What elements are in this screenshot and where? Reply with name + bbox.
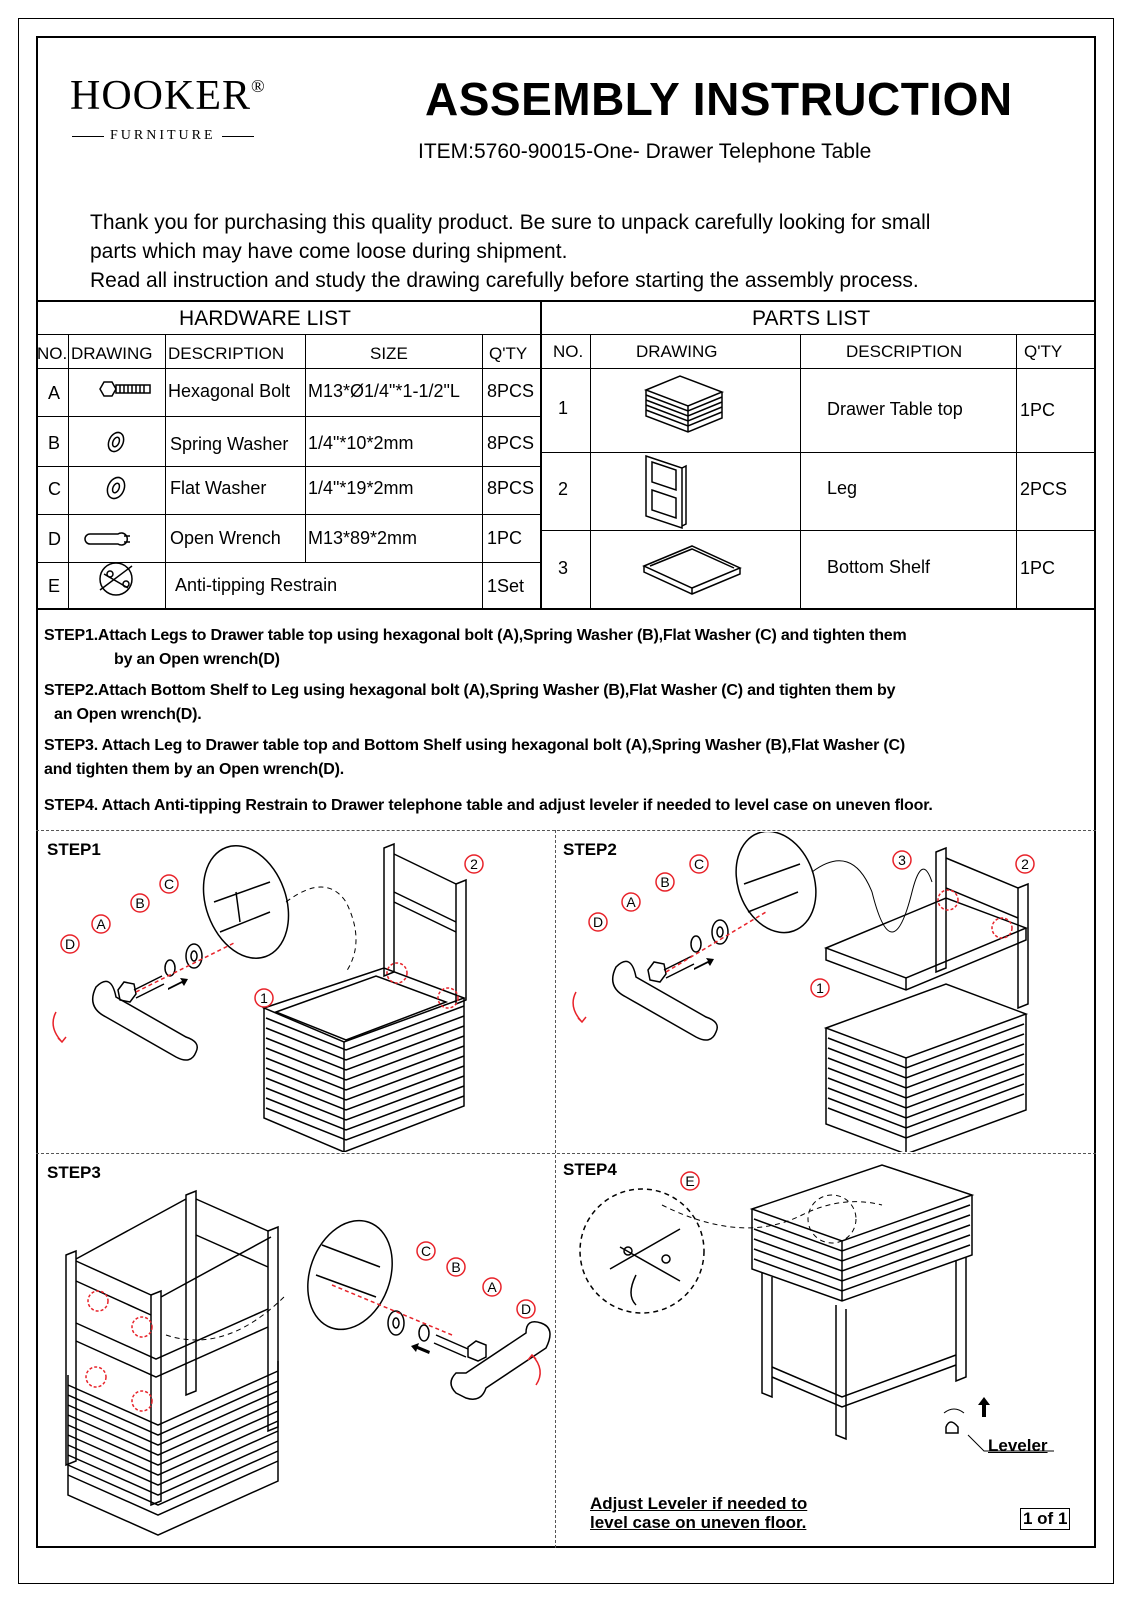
- hw-desc: Hexagonal Bolt: [168, 381, 291, 401]
- step1-illustration: D A B C 1 2: [52, 842, 484, 1152]
- table-row: 1: [558, 398, 569, 418]
- hw-col-description: DESCRIPTION: [168, 344, 285, 363]
- intro-text: Thank you for purchasing this quality pr…: [90, 211, 931, 292]
- callout-2: 2: [1021, 856, 1029, 872]
- hw-col-size: SIZE: [370, 344, 408, 363]
- step4-label: STEP4: [563, 1160, 617, 1179]
- leg-icon: [645, 454, 687, 530]
- step3-illustration: C B A D: [65, 1189, 551, 1536]
- open-wrench-icon: [84, 532, 130, 546]
- anti-tipping-restrain-icon: [99, 562, 133, 596]
- parts-desc: Leg: [827, 478, 858, 498]
- step2-illustration: D A B C 1 3 2: [572, 832, 1035, 1152]
- callout-d: D: [65, 936, 75, 952]
- callout-3: 3: [898, 852, 906, 868]
- callout-d: D: [593, 914, 603, 930]
- hw-col-qty: Q'TY: [489, 344, 528, 363]
- hw-qty: 8PCS: [487, 381, 535, 401]
- table-row: C: [48, 479, 61, 499]
- spring-washer-icon: [107, 431, 125, 453]
- table-icons: [84, 375, 742, 596]
- callout-a: A: [626, 894, 636, 910]
- callout-b: B: [660, 874, 669, 890]
- hardware-list-heading: HARDWARE LIST: [179, 307, 351, 330]
- callout-1: 1: [816, 980, 824, 996]
- page-title: ASSEMBLY INSTRUCTION: [425, 73, 1013, 125]
- hw-col-no: NO.: [37, 344, 68, 363]
- hexagonal-bolt-icon: [99, 381, 151, 397]
- page-outer-border: [18, 18, 1114, 1584]
- callout-a: A: [96, 916, 106, 932]
- hw-size: 1/4"*10*2mm: [308, 433, 414, 453]
- table-row: B: [48, 433, 61, 453]
- callout-c: C: [694, 856, 704, 872]
- parts-desc: Bottom Shelf: [827, 557, 931, 577]
- brand-logo-sub: FURNITURE: [72, 128, 254, 144]
- leveler-label: Leveler: [988, 1436, 1048, 1455]
- callout-e: E: [685, 1173, 694, 1189]
- item-number: ITEM:5760-90015-One- Drawer Telephone Ta…: [418, 140, 872, 163]
- page-inner-border: [36, 36, 1096, 1548]
- hw-desc: Anti-tipping Restrain: [175, 575, 338, 595]
- parts-col-drawing: DRAWING: [636, 342, 718, 361]
- hw-qty: 8PCS: [487, 433, 535, 453]
- step-instructions: STEP1.Attach Legs to Drawer table top us…: [44, 627, 933, 814]
- hw-qty: 8PCS: [487, 478, 535, 498]
- callout-d: D: [521, 1301, 531, 1317]
- callout-2: 2: [470, 856, 478, 872]
- callout-a: A: [487, 1279, 497, 1295]
- hw-size: M13*89*2mm: [308, 528, 418, 548]
- callout-c: C: [164, 876, 174, 892]
- hw-size: 1/4"*19*2mm: [308, 478, 414, 498]
- parts-qty: 1PC: [1020, 558, 1056, 578]
- table-row: 3: [558, 558, 569, 578]
- parts-col-description: DESCRIPTION: [846, 342, 963, 361]
- hw-desc: Spring Washer: [170, 434, 289, 454]
- parts-col-qty: Q'TY: [1024, 342, 1063, 361]
- bottom-shelf-icon: [642, 545, 742, 595]
- step1-label: STEP1: [47, 840, 101, 859]
- callout-b: B: [135, 895, 144, 911]
- parts-qty: 2PCS: [1020, 479, 1068, 499]
- step4-illustration: E: [579, 1164, 1054, 1452]
- step3-label: STEP3: [47, 1163, 101, 1182]
- table-row: A: [48, 383, 61, 403]
- hw-qty: 1Set: [487, 576, 525, 596]
- drawer-table-top-icon: [643, 375, 725, 433]
- step4-note: Adjust Leveler if needed to level case o…: [590, 1494, 808, 1532]
- table-row: 2: [558, 479, 569, 499]
- callout-1: 1: [260, 990, 268, 1006]
- table-row: D: [48, 529, 61, 549]
- hw-desc: Flat Washer: [170, 478, 267, 498]
- parts-col-no: NO.: [553, 342, 584, 361]
- callout-b: B: [451, 1259, 460, 1275]
- hw-qty: 1PC: [487, 528, 523, 548]
- flat-washer-icon: [106, 476, 126, 500]
- hw-size: M13*Ø1/4"*1-1/2"L: [308, 381, 460, 401]
- parts-desc: Drawer Table top: [827, 399, 963, 419]
- parts-qty: 1PC: [1020, 400, 1056, 420]
- brand-logo: HOOKER®: [70, 73, 266, 119]
- hw-desc: Open Wrench: [170, 528, 281, 548]
- page-number: 1 of 1: [1020, 1508, 1071, 1530]
- step2-label: STEP2: [563, 840, 617, 859]
- hw-col-drawing: DRAWING: [71, 344, 153, 363]
- callout-c: C: [421, 1243, 431, 1259]
- table-row: E: [48, 576, 61, 596]
- parts-list-heading: PARTS LIST: [752, 307, 871, 330]
